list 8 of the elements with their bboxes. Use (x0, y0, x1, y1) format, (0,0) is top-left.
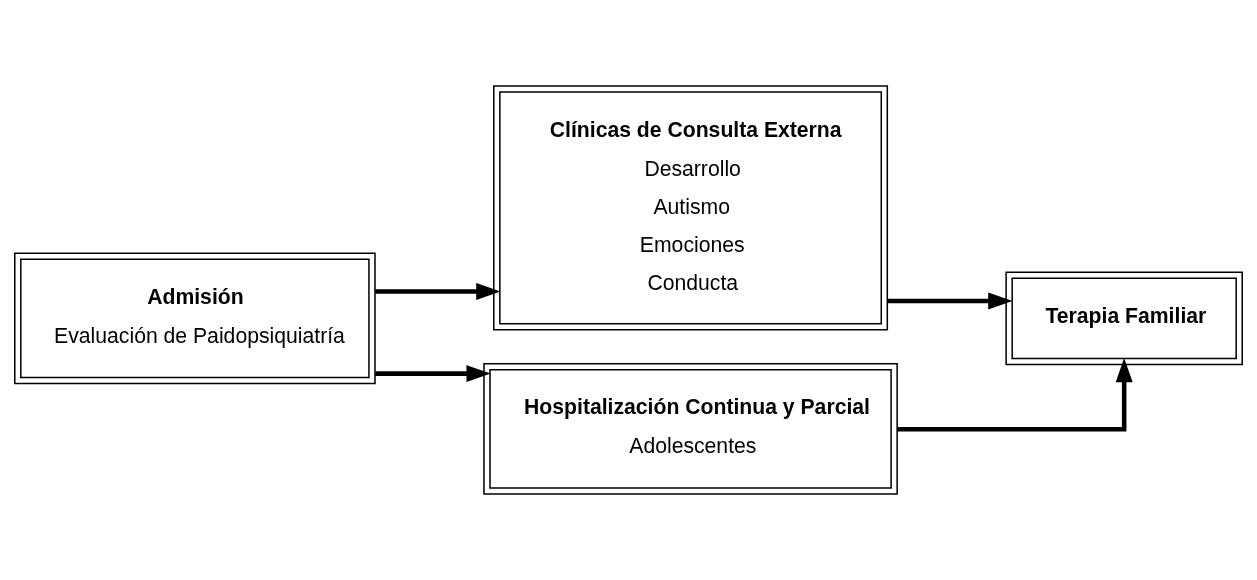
arrow (887, 292, 1013, 310)
node-box: Terapia Familiar (1005, 271, 1243, 366)
arrow (375, 283, 501, 300)
node-box: Admisión Evaluación de Paidopsiquiatría (14, 252, 376, 385)
arrow (897, 357, 1133, 432)
node-box: Hospitalización Continua y Parcial Adolescentes (483, 363, 898, 495)
node-box: Clínicas de Consulta Externa Desarrollo Autismo Emociones Conducta (493, 85, 889, 331)
arrow (375, 365, 491, 383)
